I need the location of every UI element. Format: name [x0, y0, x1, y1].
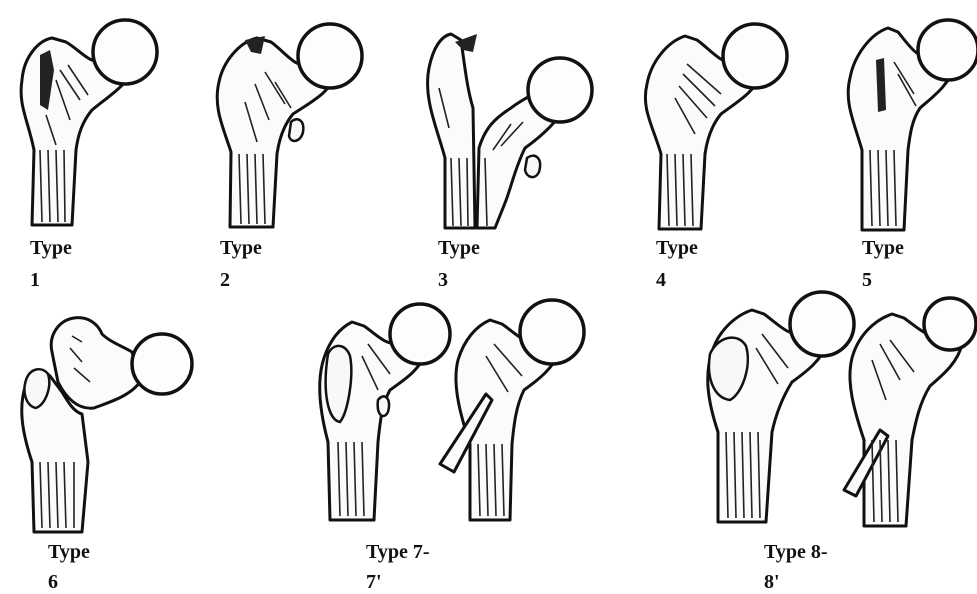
femur-type-7-prime-drawing: [430, 284, 580, 524]
femur-type-6-drawing: [12, 312, 202, 537]
femur-type-3-drawing: [415, 28, 595, 233]
type-1-number: 1: [30, 270, 40, 290]
type-6-number: 6: [48, 572, 58, 592]
type-7-label: Type 7-: [366, 542, 430, 562]
type-7-number: 7': [366, 572, 382, 592]
type-3-label: Type: [438, 238, 480, 258]
femur-type-5-drawing: [840, 10, 977, 235]
femur-type-1-drawing: [10, 10, 160, 230]
femur-type-8-prime-drawing: [840, 280, 977, 530]
type-4-label: Type: [656, 238, 698, 258]
type-1-label: Type: [30, 238, 72, 258]
type-2-label: Type: [220, 238, 262, 258]
type-6-label: Type: [48, 542, 90, 562]
type-5-number: 5: [862, 270, 872, 290]
type-5-label: Type: [862, 238, 904, 258]
type-8-label: Type 8-: [764, 542, 828, 562]
femur-type-2-drawing: [205, 12, 365, 232]
type-3-number: 3: [438, 270, 448, 290]
femur-type-4-drawing: [635, 14, 785, 234]
type-4-number: 4: [656, 270, 666, 290]
femur-type-8-drawing: [698, 282, 858, 527]
type-8-number: 8': [764, 572, 780, 592]
type-2-number: 2: [220, 270, 230, 290]
